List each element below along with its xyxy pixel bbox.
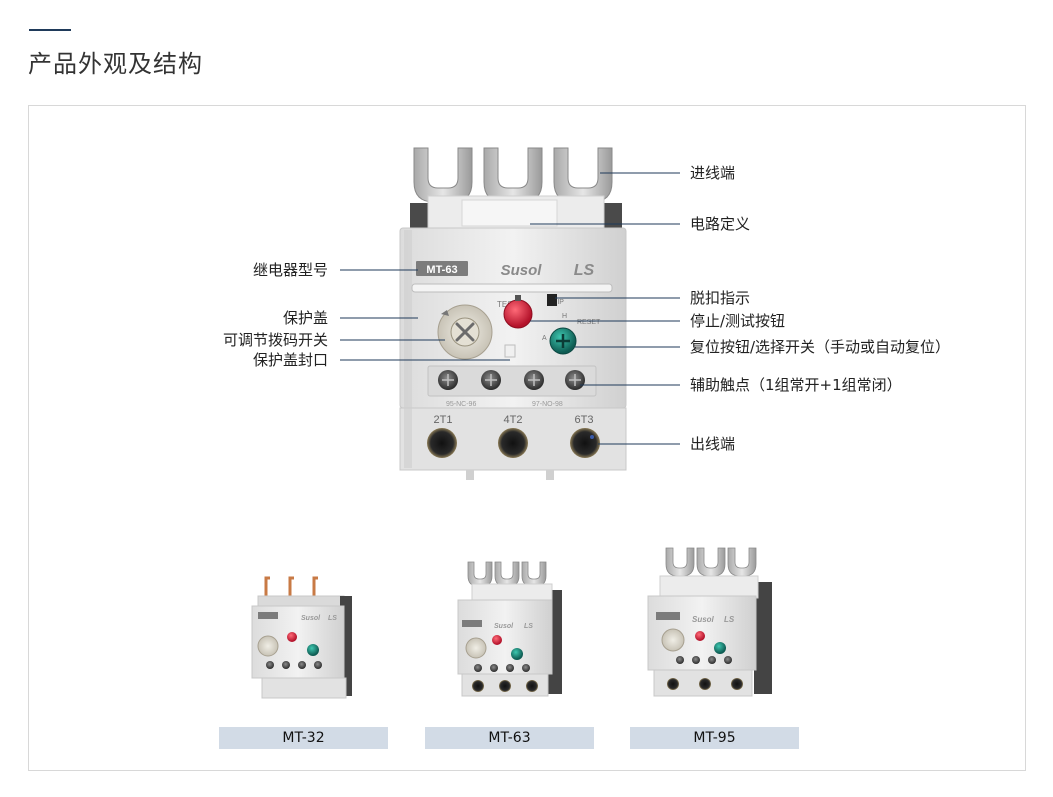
terminal-label-2: 4T2 (504, 414, 523, 426)
model-badge-text: MT-63 (426, 264, 457, 276)
model-mt32-image: Susol LS (251, 576, 352, 699)
stop-test-button (503, 299, 533, 329)
svg-text:Susol: Susol (494, 623, 514, 630)
callout-input-terminal: 进线端 (690, 164, 736, 182)
reset-label: RESET (577, 319, 601, 326)
terminal-label-1: 2T1 (434, 414, 453, 426)
svg-text:LS: LS (724, 615, 735, 624)
page-title: 产品外观及结构 (28, 50, 203, 78)
circuit-definition-plate (461, 199, 558, 227)
trip-indicator (547, 294, 557, 306)
terminal-label-3: 6T3 (575, 414, 594, 426)
callout-stop-test-button: 停止/测试按钮 (690, 312, 786, 330)
model-badge (416, 261, 468, 276)
contact-label-right: 97-NO-98 (532, 401, 563, 408)
logo-text: LS (574, 262, 595, 279)
callout-lines (340, 172, 680, 445)
output-terminal-holes (427, 428, 600, 458)
callout-protective-cover: 保护盖 (282, 309, 328, 327)
callout-relay-model: 继电器型号 (252, 261, 328, 279)
callout-dial-switch: 可调节拨码开关 (222, 331, 328, 349)
main-relay: MT-63 Susol LS TEST TRIP H RESET A (399, 147, 627, 480)
aux-contact-screws (427, 365, 597, 397)
svg-text:LS: LS (328, 615, 337, 622)
brand-text: Susol (501, 262, 543, 279)
model-tag-mt32: MT-32 (219, 727, 388, 749)
protective-cover-rail (411, 283, 613, 293)
svg-text:LS: LS (524, 623, 533, 630)
svg-text:Susol: Susol (692, 615, 715, 624)
model-mt63-image: Susol LS (457, 561, 562, 697)
svg-text:Susol: Susol (301, 615, 321, 622)
a-label: A (542, 335, 547, 342)
callout-aux-contact: 辅助触点（1组常开+1组常闭） (690, 376, 902, 394)
input-terminal-prongs (413, 147, 613, 203)
callout-circuit-definition: 电路定义 (690, 215, 751, 233)
contact-label-left: 95-NC-96 (446, 401, 476, 408)
callout-trip-indicator: 脱扣指示 (690, 289, 751, 307)
callout-output-terminal: 出线端 (690, 435, 736, 453)
callout-reset-button: 复位按钮/选择开关（手动或自动复位） (690, 338, 951, 356)
callout-cover-seal: 保护盖封口 (252, 351, 328, 369)
model-mt95-image: Susol LS (647, 547, 772, 697)
title-accent-bar (29, 29, 71, 31)
h-label: H (562, 313, 567, 320)
model-tag-mt95: MT-95 (630, 727, 799, 749)
cover-seal-tab (504, 344, 516, 358)
diagram-frame (28, 105, 1026, 771)
dial-pointer (441, 310, 449, 316)
model-tag-mt63: MT-63 (425, 727, 594, 749)
